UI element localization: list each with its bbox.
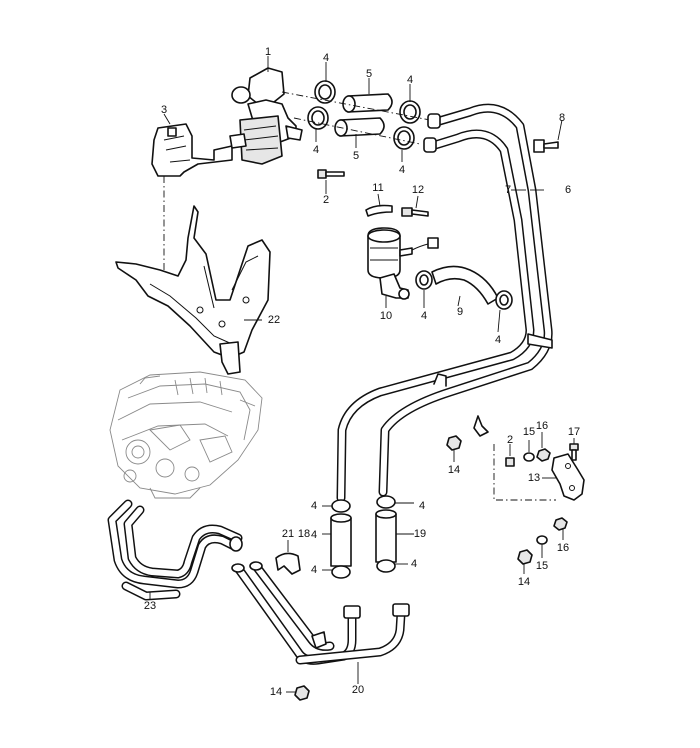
engine-sketch xyxy=(109,371,263,499)
callout-5: 5 xyxy=(366,68,372,80)
callout-4: 4 xyxy=(311,500,317,512)
callout-21: 21 xyxy=(282,528,294,540)
callout-18: 18 xyxy=(298,528,310,540)
hoses-18-19 xyxy=(330,495,397,579)
callout-4: 4 xyxy=(419,500,425,512)
callout-2: 2 xyxy=(507,434,513,446)
pipes-6-7 xyxy=(336,103,559,503)
callout-14: 14 xyxy=(270,686,282,698)
bracket-3 xyxy=(151,123,233,177)
callout-15: 15 xyxy=(536,560,548,572)
callout-12: 12 xyxy=(412,184,424,196)
callout-4: 4 xyxy=(407,74,413,86)
valve-housing-1 xyxy=(229,67,303,165)
callout-15: 15 xyxy=(523,426,535,438)
callout-20: 20 xyxy=(352,684,364,696)
callout-4: 4 xyxy=(311,529,317,541)
callout-4: 4 xyxy=(411,558,417,570)
callout-14: 14 xyxy=(518,576,530,588)
callout-4: 4 xyxy=(323,52,329,64)
callout-4: 4 xyxy=(421,310,427,322)
callout-2: 2 xyxy=(323,194,329,206)
callout-4: 4 xyxy=(399,164,405,176)
leader-lines xyxy=(149,56,575,693)
callout-9: 9 xyxy=(457,306,463,318)
callout-23: 23 xyxy=(144,600,156,612)
pump-10 xyxy=(367,227,439,300)
callout-13: 13 xyxy=(528,472,540,484)
callout-17: 17 xyxy=(568,426,580,438)
callout-14: 14 xyxy=(448,464,460,476)
hose-9 xyxy=(415,265,513,310)
callout-19: 19 xyxy=(414,528,426,540)
bracket-13 xyxy=(493,444,585,501)
callout-6: 6 xyxy=(565,184,571,196)
bolt-2-upper xyxy=(317,169,345,179)
callout-8: 8 xyxy=(559,112,565,124)
callout-4: 4 xyxy=(495,334,501,346)
callout-16: 16 xyxy=(557,542,569,554)
callout-10: 10 xyxy=(380,310,392,322)
callout-7: 7 xyxy=(505,184,511,196)
pipe-assembly-23 xyxy=(107,499,243,601)
callout-11: 11 xyxy=(372,182,383,194)
callout-22: 22 xyxy=(268,314,280,326)
callout-4: 4 xyxy=(313,144,319,156)
pipe-assembly-20 xyxy=(231,552,410,665)
callout-16: 16 xyxy=(536,420,548,432)
clip-11-bolt-12 xyxy=(365,204,429,217)
bracket-22 xyxy=(115,205,271,375)
callout-5: 5 xyxy=(353,150,359,162)
hoses-5-and-clamps xyxy=(281,80,431,150)
callout-3: 3 xyxy=(161,104,167,116)
callout-4: 4 xyxy=(311,564,317,576)
callout-1: 1 xyxy=(265,46,271,58)
